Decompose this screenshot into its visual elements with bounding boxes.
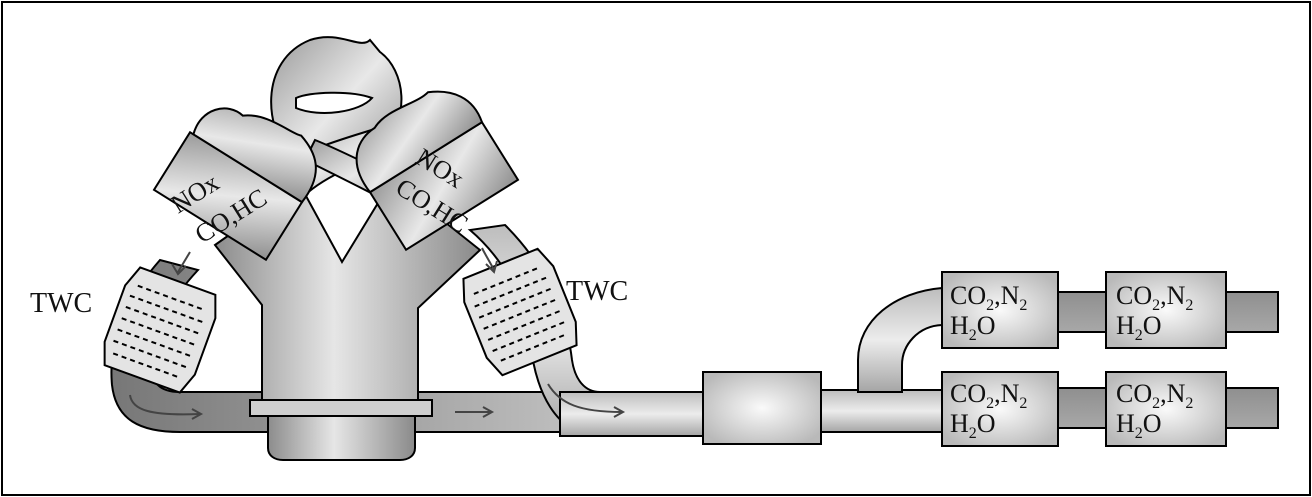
- twc-label-left: TWC: [30, 288, 92, 319]
- main-exhaust-pipe: [560, 392, 705, 436]
- twc-label-right: TWC: [566, 276, 628, 307]
- engine-oil-pan: [268, 416, 415, 460]
- engine-flange: [250, 400, 432, 416]
- middle-muffler: [703, 372, 821, 444]
- tailpipe-top: [1226, 292, 1278, 332]
- connector-top: [1058, 292, 1106, 332]
- tailpipe-bottom: [1226, 388, 1278, 428]
- connector-bottom: [1058, 388, 1106, 428]
- pipe-after-muffler: [820, 390, 942, 432]
